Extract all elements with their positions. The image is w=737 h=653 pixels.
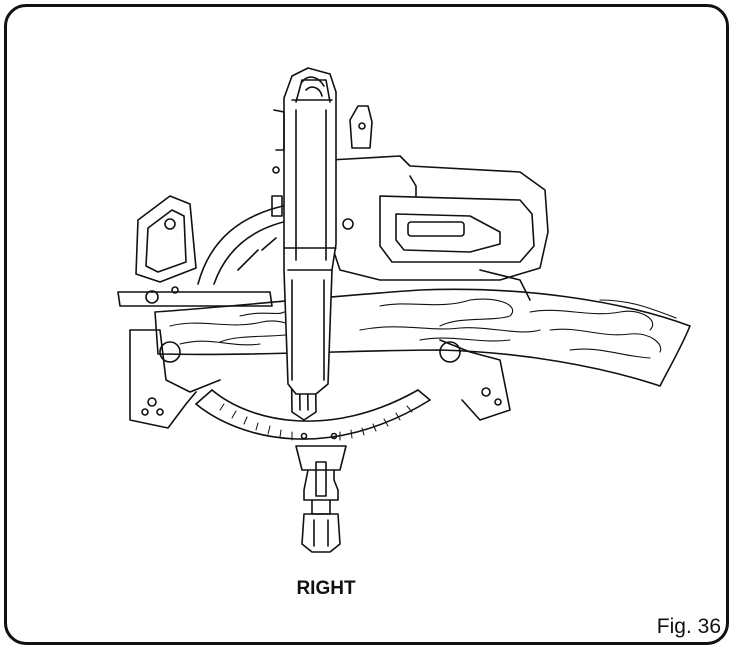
saw-base	[130, 330, 510, 428]
saw-arm-detail	[272, 77, 336, 380]
miter-scale	[196, 390, 430, 470]
left-fence-bracket	[118, 196, 272, 306]
blade-guard	[198, 204, 292, 284]
figure-number-label: Fig. 36	[656, 615, 721, 638]
figure-frame	[4, 4, 729, 645]
motor-housing	[330, 106, 548, 300]
figure-caption: RIGHT	[296, 578, 356, 599]
miter-lock-knob	[302, 462, 340, 552]
workpiece-board	[155, 289, 690, 386]
